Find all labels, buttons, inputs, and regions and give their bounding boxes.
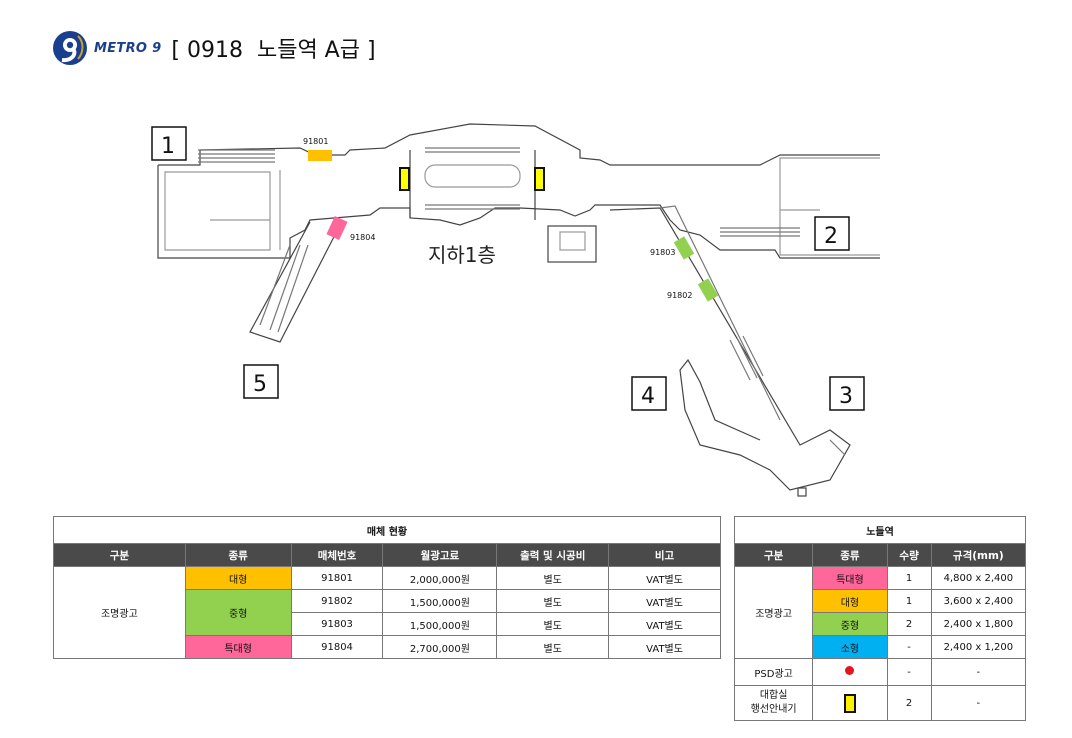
qty-cell: 1 bbox=[886, 566, 932, 590]
header: METRO 9 [ 0918 노들역 A급 ] bbox=[52, 28, 376, 68]
header-category: 구분 bbox=[733, 543, 814, 567]
destination-guide-right[interactable] bbox=[534, 167, 545, 191]
ad-marker-91804[interactable] bbox=[326, 215, 348, 241]
fee-cell: 1,500,000원 bbox=[382, 589, 498, 613]
destination-guide-left[interactable] bbox=[399, 167, 410, 191]
type-cell: 대형 bbox=[184, 566, 292, 590]
code-cell: 91801 bbox=[290, 566, 384, 590]
note-cell: VAT별도 bbox=[608, 635, 721, 659]
exit-number-4: 4 bbox=[641, 384, 655, 409]
brand-name: METRO 9 bbox=[94, 40, 162, 56]
header-category: 구분 bbox=[53, 543, 186, 567]
qty-cell: - bbox=[886, 635, 932, 659]
red-dot-icon bbox=[845, 666, 855, 675]
type-cell: 중형 bbox=[812, 612, 888, 636]
header-quantity: 수량 bbox=[886, 543, 932, 567]
metro9-logo-icon bbox=[53, 31, 87, 65]
table-row: 조명광고 특대형 1 4,800 x 2,400 bbox=[733, 566, 1027, 659]
table-row: 91803 1,500,000원 별도 VAT별도 bbox=[54, 612, 721, 636]
ad-marker-91802[interactable] bbox=[697, 278, 719, 302]
header-spec: 규격(mm) bbox=[930, 543, 1027, 567]
note-cell: VAT별도 bbox=[608, 589, 721, 613]
page-title: [ 0918 노들역 A급 ] bbox=[171, 38, 376, 63]
guide-label-line1: 대합실 bbox=[759, 690, 788, 701]
table-row: 대형 1 3,600 x 2,400 bbox=[735, 589, 1027, 613]
spec-cell: - bbox=[930, 685, 1027, 721]
media-table-caption: 매체 현황 bbox=[53, 516, 721, 544]
header-media-number: 매체번호 bbox=[290, 543, 384, 567]
fee-cell: 2,000,000원 bbox=[382, 566, 498, 590]
floor-label: 지하1층 bbox=[428, 243, 496, 267]
media-status-table: 매체 현황 구분 종류 매체번호 월광고료 출력 및 시공비 비고 조명광고 대… bbox=[53, 516, 721, 659]
qty-cell: 2 bbox=[886, 612, 932, 636]
ad-code-91801: 91801 bbox=[303, 137, 328, 146]
psd-label: PSD광고 bbox=[733, 658, 814, 686]
table-row: 대합실 행선안내기 2 - bbox=[733, 685, 1027, 721]
exit-number-3: 3 bbox=[839, 384, 853, 409]
header-type: 종류 bbox=[184, 543, 292, 567]
header-type: 종류 bbox=[812, 543, 888, 567]
code-cell: 91802 bbox=[290, 589, 384, 613]
spec-cell: 3,600 x 2,400 bbox=[930, 589, 1027, 613]
spec-cell: 2,400 x 1,800 bbox=[930, 612, 1027, 636]
spec-cell: - bbox=[930, 658, 1027, 686]
header-note: 비고 bbox=[608, 543, 721, 567]
fee-cell: 2,700,000원 bbox=[382, 635, 498, 659]
station-table-caption: 노들역 bbox=[734, 516, 1026, 544]
header-install-cost: 출력 및 시공비 bbox=[496, 543, 610, 567]
table-row: PSD광고 - - bbox=[733, 658, 1027, 686]
spec-cell: 2,400 x 1,200 bbox=[930, 635, 1027, 659]
qty-cell: 2 bbox=[886, 685, 932, 721]
header-monthly-fee: 월광고료 bbox=[382, 543, 498, 567]
qty-cell: - bbox=[886, 658, 932, 686]
exit-number-5: 5 bbox=[253, 372, 267, 397]
install-cell: 별도 bbox=[496, 566, 610, 590]
station-summary-table: 노들역 구분 종류 수량 규격(mm) 조명광고 특대형 1 4,800 x 2… bbox=[733, 516, 1027, 721]
install-cell: 별도 bbox=[496, 612, 610, 636]
note-cell: VAT별도 bbox=[608, 612, 721, 636]
station-floor-map: 91801 91804 91803 91802 지하1층 1 2 3 4 5 bbox=[151, 123, 880, 497]
exit-number-1: 1 bbox=[161, 134, 175, 159]
guide-marker-cell bbox=[812, 685, 888, 721]
qty-cell: 1 bbox=[886, 589, 932, 613]
yellow-box-icon bbox=[843, 693, 856, 713]
note-cell: VAT별도 bbox=[608, 566, 721, 590]
table-row: 특대형 91804 2,700,000원 별도 VAT별도 bbox=[54, 635, 721, 659]
type-cell: 중형 bbox=[184, 589, 292, 636]
install-cell: 별도 bbox=[496, 589, 610, 613]
spec-cell: 4,800 x 2,400 bbox=[930, 566, 1027, 590]
type-cell: 대형 bbox=[812, 589, 888, 613]
guide-label-line2: 행선안내기 bbox=[750, 704, 797, 715]
table-row: 중형 2 2,400 x 1,800 bbox=[735, 612, 1027, 636]
type-cell: 특대형 bbox=[184, 635, 292, 659]
guide-label: 대합실 행선안내기 bbox=[733, 685, 814, 721]
table-row: 조명광고 대형 91801 2,000,000원 별도 VAT별도 bbox=[53, 566, 721, 659]
code-cell: 91804 bbox=[290, 635, 384, 659]
code-cell: 91803 bbox=[290, 612, 384, 636]
exit-number-2: 2 bbox=[824, 224, 838, 249]
ad-code-91804: 91804 bbox=[350, 233, 375, 242]
ad-code-91803: 91803 bbox=[650, 248, 675, 257]
ad-code-91802: 91802 bbox=[667, 291, 692, 300]
type-cell: 소형 bbox=[812, 635, 888, 659]
group-label: 조명광고 bbox=[733, 566, 814, 659]
ad-marker-91803[interactable] bbox=[673, 236, 695, 260]
psd-marker-cell bbox=[812, 658, 888, 686]
group-label: 조명광고 bbox=[53, 566, 186, 659]
install-cell: 별도 bbox=[496, 635, 610, 659]
ad-marker-91801[interactable] bbox=[308, 150, 332, 161]
type-cell: 특대형 bbox=[812, 566, 888, 590]
fee-cell: 1,500,000원 bbox=[382, 612, 498, 636]
